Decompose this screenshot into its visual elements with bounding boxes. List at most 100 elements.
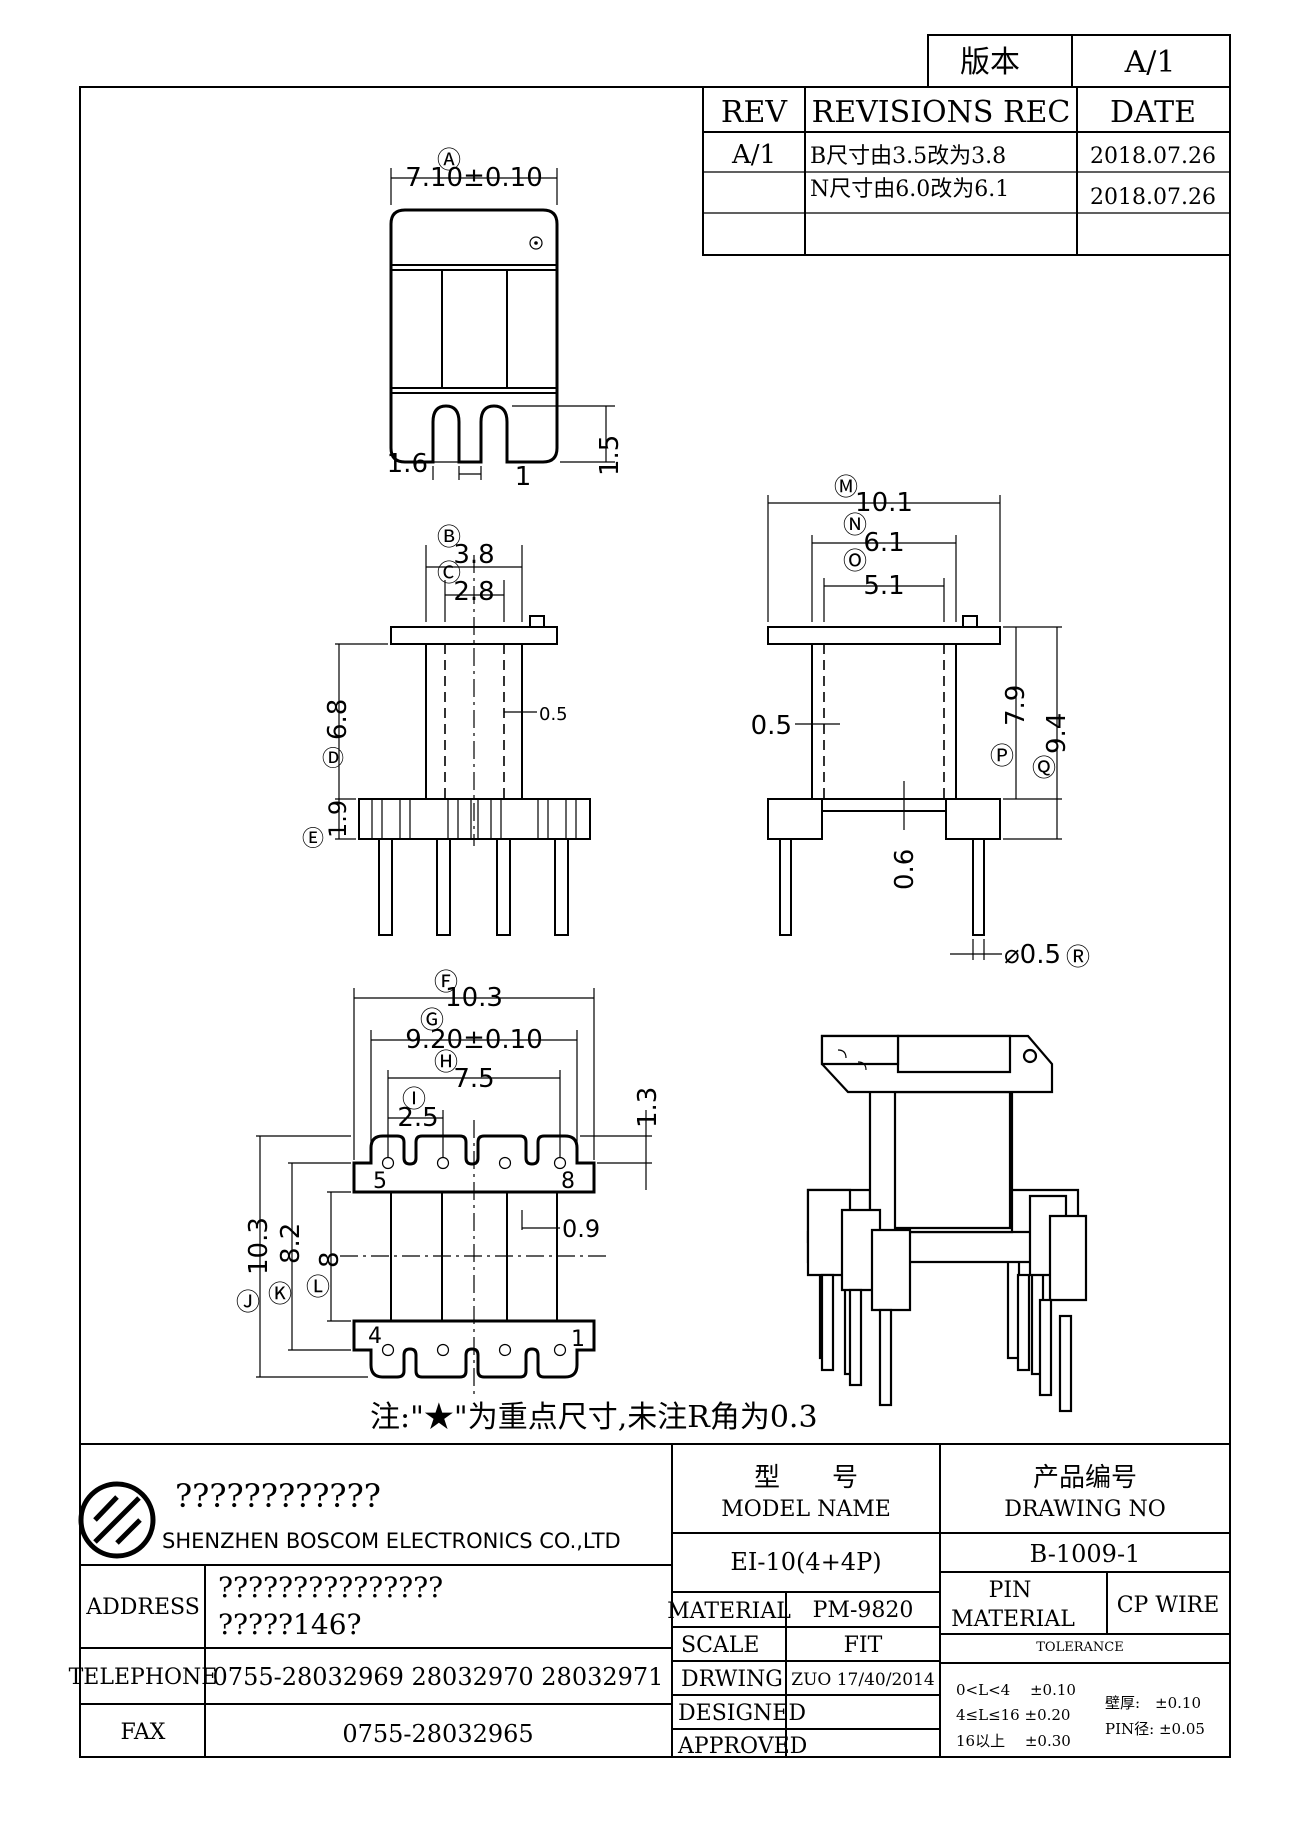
dim-H-value: 7.5 bbox=[453, 1064, 494, 1094]
tolerance-pin: PIN径: ±0.05 bbox=[1105, 1720, 1205, 1738]
dim-O-value: 5.1 bbox=[863, 571, 904, 601]
front-view: Ⓑ 3.8 Ⓒ 2.8 0.5 Ⓓ 6.8 Ⓔ 1.9 bbox=[302, 523, 591, 936]
drawing-frame bbox=[79, 86, 1231, 1758]
version-value: A/1 bbox=[1124, 45, 1176, 80]
scale-label: SCALE bbox=[681, 1633, 759, 1658]
dim-pin-d: 0.9 bbox=[562, 1215, 600, 1243]
dim-label-R: Ⓡ bbox=[1066, 943, 1090, 971]
dim-G-value: 9.20±0.10 bbox=[405, 1025, 543, 1055]
dim-label-M: Ⓜ bbox=[834, 473, 858, 501]
dim-C-value: 2.8 bbox=[453, 577, 494, 607]
dim-label-F: Ⓕ bbox=[434, 968, 458, 996]
dim-label-B: Ⓑ bbox=[437, 523, 461, 551]
version-box: 版本 A/1 bbox=[927, 34, 1231, 88]
rec-row-2: N尺寸由6.0改为6.1 bbox=[810, 177, 1009, 202]
dim-slot-gap: 1 bbox=[515, 462, 532, 492]
address-line-1: ??????????????? bbox=[218, 1571, 443, 1604]
company-en-name: SHENZHEN BOSCOM ELECTRONICS CO.,LTD bbox=[162, 1529, 621, 1553]
material-label: MATERIAL bbox=[667, 1599, 791, 1624]
dim-E-value: 1.9 bbox=[324, 800, 352, 838]
dim-label-L: Ⓛ bbox=[306, 1273, 330, 1301]
dim-label-K: Ⓚ bbox=[268, 1280, 292, 1308]
dim-M-value: 10.1 bbox=[855, 488, 913, 518]
tolerance-row-1: 0<L<4 ±0.10 bbox=[956, 1681, 1076, 1699]
dim-slot-depth: 1.5 bbox=[595, 435, 625, 476]
dim-top-h: 1.3 bbox=[633, 1087, 663, 1128]
date-row-2: 2018.07.26 bbox=[1090, 185, 1216, 210]
pin-1-label: 1 bbox=[571, 1327, 585, 1352]
dim-K-value: 8.2 bbox=[276, 1223, 306, 1264]
rev-header: REV bbox=[721, 95, 788, 130]
dim-label-N: Ⓝ bbox=[843, 511, 867, 539]
company-cn-name: ???????????? bbox=[175, 1477, 381, 1515]
dim-label-O: Ⓞ bbox=[843, 547, 867, 575]
scale-value: FIT bbox=[844, 1633, 883, 1658]
side-view: Ⓜ 10.1 Ⓝ 6.1 Ⓞ 5.1 0.5 Ⓟ 7.9 Ⓠ 9.4 0.6 ⌀… bbox=[751, 473, 1090, 971]
dim-label-A: Ⓐ bbox=[437, 146, 461, 174]
dim-wall-front: 0.5 bbox=[539, 704, 568, 725]
pin-material-label-2: MATERIAL bbox=[951, 1607, 1075, 1632]
dim-label-I: Ⓘ bbox=[402, 1085, 426, 1113]
tolerance-wall: 壁厚: ±0.10 bbox=[1105, 1694, 1201, 1712]
pin-material-label-1: PIN bbox=[989, 1578, 1032, 1603]
company-logo-icon bbox=[78, 1481, 156, 1559]
dim-wall-side: 0.5 bbox=[751, 711, 792, 741]
rec-row-1: B尺寸由3.5改为3.8 bbox=[810, 144, 1006, 169]
fax-value: 0755-28032965 bbox=[342, 1720, 533, 1748]
tolerance-row-3: 16以上 ±0.30 bbox=[956, 1732, 1071, 1750]
drawing-no-en-label: DRAWING NO bbox=[1004, 1497, 1166, 1522]
material-value: PM-9820 bbox=[813, 1598, 914, 1623]
telephone-label: TELEPHONE bbox=[69, 1665, 218, 1690]
rev-row-1: A/1 bbox=[731, 140, 776, 170]
pin-8-label: 8 bbox=[561, 1169, 575, 1194]
isometric-view bbox=[806, 1034, 1088, 1413]
tolerance-row-2: 4≤L≤16 ±0.20 bbox=[956, 1706, 1070, 1724]
pin-4-label: 4 bbox=[368, 1324, 382, 1349]
bottom-view: 5 8 4 1 Ⓕ 10.3 Ⓖ 9.20±0.10 Ⓗ 7.5 Ⓘ 2.5 1… bbox=[236, 968, 663, 1395]
top-view: Ⓐ 7.10±0.10 1.6 1 1.5 bbox=[387, 146, 625, 492]
dim-label-H: Ⓗ bbox=[434, 1048, 458, 1076]
model-value: EI-10(4+4P) bbox=[730, 1548, 881, 1576]
tolerance-label: TOLERANCE bbox=[1036, 1640, 1123, 1655]
model-cn-label: 型 号 bbox=[754, 1463, 858, 1493]
dim-label-J: Ⓙ bbox=[236, 1288, 260, 1316]
drawing-note: 注:"★"为重点尺寸,未注R角为0.3 bbox=[370, 1400, 818, 1435]
date-row-1: 2018.07.26 bbox=[1090, 144, 1216, 169]
dim-label-C: Ⓒ bbox=[437, 559, 461, 587]
dim-I-value: 2.5 bbox=[397, 1103, 438, 1133]
dim-D-value: 6.8 bbox=[323, 699, 353, 740]
drawing-no-cn-label: 产品编号 bbox=[1033, 1463, 1137, 1493]
title-block: ???????????? SHENZHEN BOSCOM ELECTRONICS… bbox=[69, 1443, 1230, 1759]
drwing-label: DRWING bbox=[681, 1667, 783, 1692]
address-label: ADDRESS bbox=[85, 1595, 200, 1620]
dim-slot-width: 1.6 bbox=[387, 449, 428, 479]
fax-label: FAX bbox=[121, 1720, 166, 1745]
dim-A-value: 7.10±0.10 bbox=[405, 163, 543, 193]
dim-flange-side: 0.6 bbox=[890, 849, 920, 890]
dim-L-value: 8 bbox=[315, 1251, 345, 1268]
dim-label-G: Ⓖ bbox=[420, 1006, 444, 1034]
pin-5-label: 5 bbox=[373, 1169, 387, 1194]
dim-P-value: 7.9 bbox=[1001, 685, 1031, 726]
dim-label-Q: Ⓠ bbox=[1032, 754, 1056, 782]
pin-material-value: CP WIRE bbox=[1117, 1593, 1220, 1618]
revision-table: REV REVISIONS REC DATE A/1 B尺寸由3.5改为3.8 … bbox=[702, 86, 1231, 256]
address-line-2: ?????146? bbox=[218, 1608, 362, 1641]
version-label: 版本 bbox=[960, 45, 1020, 80]
date-header: DATE bbox=[1110, 95, 1196, 130]
drwing-value: ZUO 17/40/2014 bbox=[791, 1670, 934, 1690]
model-en-label: MODEL NAME bbox=[721, 1497, 891, 1522]
dim-R-value: ⌀0.5 bbox=[1004, 940, 1061, 970]
approved-label: APPROVED bbox=[677, 1734, 807, 1759]
dim-F-value: 10.3 bbox=[445, 983, 503, 1013]
dim-B-value: 3.8 bbox=[453, 540, 494, 570]
dim-J-value: 10.3 bbox=[244, 1217, 274, 1275]
dim-Q-value: 9.4 bbox=[1042, 713, 1072, 754]
dim-label-D: Ⓓ bbox=[322, 747, 344, 772]
dim-label-E: Ⓔ bbox=[302, 827, 324, 852]
drawing-no-value: B-1009-1 bbox=[1030, 1540, 1141, 1568]
dim-label-P: Ⓟ bbox=[990, 742, 1014, 770]
telephone-value: 0755-28032969 28032970 28032971 bbox=[213, 1663, 664, 1691]
rec-header: REVISIONS REC bbox=[812, 95, 1071, 130]
